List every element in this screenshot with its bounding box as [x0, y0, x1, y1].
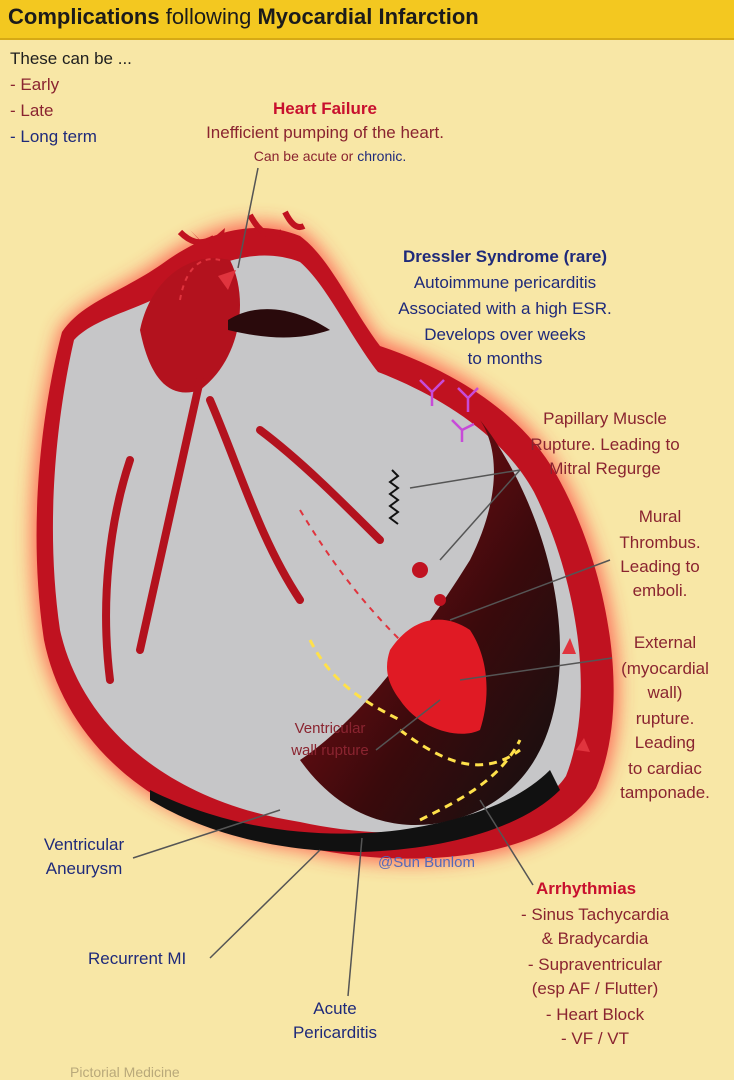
mural-line-4: emboli.	[632, 581, 688, 600]
pericarditis-line-1: Acute	[313, 999, 357, 1018]
antibody-icon	[419, 379, 479, 442]
mural-line-1: Mural	[638, 507, 682, 526]
mural-thrombus	[387, 619, 487, 734]
heart-failure-note: Can be acute or chronic.	[253, 148, 407, 164]
aorta	[140, 258, 240, 393]
arrhythmias-line-1: - Sinus Tachycardia	[520, 905, 670, 924]
arrhythmias-title: Arrhythmias	[536, 879, 637, 898]
papillary-muscle	[388, 469, 400, 525]
coronary-arteries	[102, 376, 384, 684]
leader-lines	[132, 167, 613, 997]
wall-rupture-line-1: Ventricular	[294, 720, 366, 737]
pulmonary-artery	[228, 309, 330, 338]
intro-item-early: - Early	[10, 75, 60, 94]
external-line-7: tamponade.	[620, 783, 710, 802]
wall-rupture-line-2: wall rupture	[291, 742, 369, 759]
external-line-6: to cardiac	[628, 759, 702, 778]
heart-failure-desc: Inefficient pumping of the heart.	[206, 123, 444, 142]
mural-line-2: Thrombus.	[619, 533, 701, 552]
intro-item-late: - Late	[10, 101, 54, 120]
dressler-line-2: Associated with a high ESR.	[398, 299, 612, 318]
credit-watermark: @Sun Bunlom	[378, 854, 475, 871]
aneurysm-line-1: Ventricular	[43, 835, 125, 854]
arrhythmias-line-4: (esp AF / Flutter)	[531, 979, 659, 998]
intro-item-long-term: - Long term	[10, 127, 97, 146]
papillary-line-2: Rupture. Leading to	[530, 435, 680, 454]
apex-band	[150, 770, 560, 852]
external-line-2: (myocardial	[621, 659, 709, 678]
dressler-line-1: Autoimmune pericarditis	[413, 273, 597, 292]
aneurysm-line-2: Aneurysm	[45, 859, 123, 878]
papillary-line-3: Mitral Regurge	[549, 459, 661, 478]
page-title: Complications following Myocardial Infar…	[8, 4, 479, 29]
dressler-line-3: Develops over weeks	[424, 325, 586, 344]
footer-watermark: Pictorial Medicine	[70, 1064, 180, 1080]
title-bar	[0, 0, 734, 40]
pericarditis-line-2: Pericarditis	[292, 1023, 378, 1042]
external-line-3: wall)	[647, 683, 683, 702]
mural-line-3: Leading to	[620, 557, 700, 576]
dressler-line-4: to months	[467, 349, 543, 368]
heart-failure-title: Heart Failure	[273, 99, 377, 118]
external-line-4: rupture.	[635, 709, 695, 728]
arrhythmias-line-3: - Supraventricular	[527, 955, 663, 974]
dressler-title: Dressler Syndrome (rare)	[402, 247, 608, 266]
arrhythmias-line-6: - VF / VT	[561, 1029, 629, 1048]
recurrent-mi-label: Recurrent MI	[88, 949, 187, 968]
external-line-5: Leading	[634, 733, 696, 752]
arrhythmias-line-5: - Heart Block	[545, 1005, 645, 1024]
papillary-line-1: Papillary Muscle	[543, 409, 667, 428]
external-line-1: External	[633, 633, 697, 652]
arrhythmias-line-2: & Bradycardia	[541, 929, 649, 948]
great-vessels	[190, 228, 225, 262]
intro-heading: These can be ...	[10, 49, 132, 68]
arrow-icons	[218, 270, 590, 752]
